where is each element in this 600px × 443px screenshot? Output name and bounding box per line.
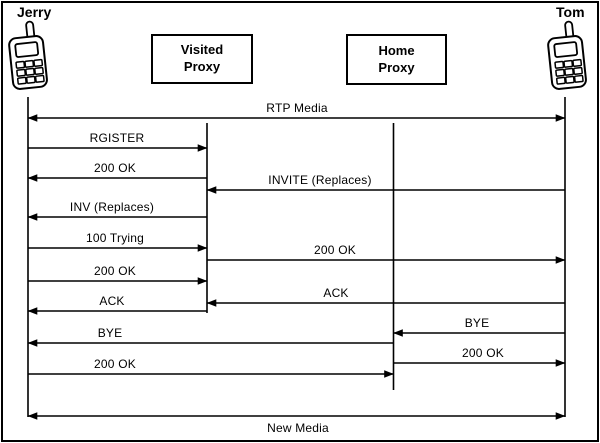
200ok-to-visited-label: 200 OK xyxy=(94,264,136,278)
home-proxy-box xyxy=(346,34,447,85)
tom-phone-icon xyxy=(547,20,587,90)
ack-from-tom-label: ACK xyxy=(323,286,349,300)
100-trying-label: 100 Trying xyxy=(85,231,145,245)
new-media-label: New Media xyxy=(267,421,329,435)
200ok-bye-tom-label: 200 OK xyxy=(462,346,504,360)
visited-proxy-label: Visited Proxy xyxy=(152,35,252,83)
200ok-bye-home-label: 200 OK xyxy=(94,357,136,371)
200ok-register-label: 200 OK xyxy=(94,161,136,175)
inv-replaces-label: INV (Replaces) xyxy=(69,200,155,214)
invite-replaces-label: INVITE (Replaces) xyxy=(268,173,372,187)
ack-to-jerry-label: ACK xyxy=(99,294,125,308)
bye-to-jerry-label: BYE xyxy=(97,326,123,340)
jerry-phone-icon xyxy=(8,20,48,90)
visited-proxy-box xyxy=(151,34,253,84)
visited-proxy-label-text: Visited Proxy xyxy=(180,42,224,74)
register-label: RGISTER xyxy=(89,131,145,145)
actor-label-jerry: Jerry xyxy=(17,4,52,20)
home-proxy-label-text: Home Proxy xyxy=(378,42,415,75)
home-proxy-label: Home Proxy xyxy=(347,35,446,84)
actor-label-tom: Tom xyxy=(556,4,585,20)
200ok-to-tom-label: 200 OK xyxy=(314,243,356,257)
bye-from-tom-label: BYE xyxy=(464,316,490,330)
rtp-media-label: RTP Media xyxy=(266,101,328,115)
